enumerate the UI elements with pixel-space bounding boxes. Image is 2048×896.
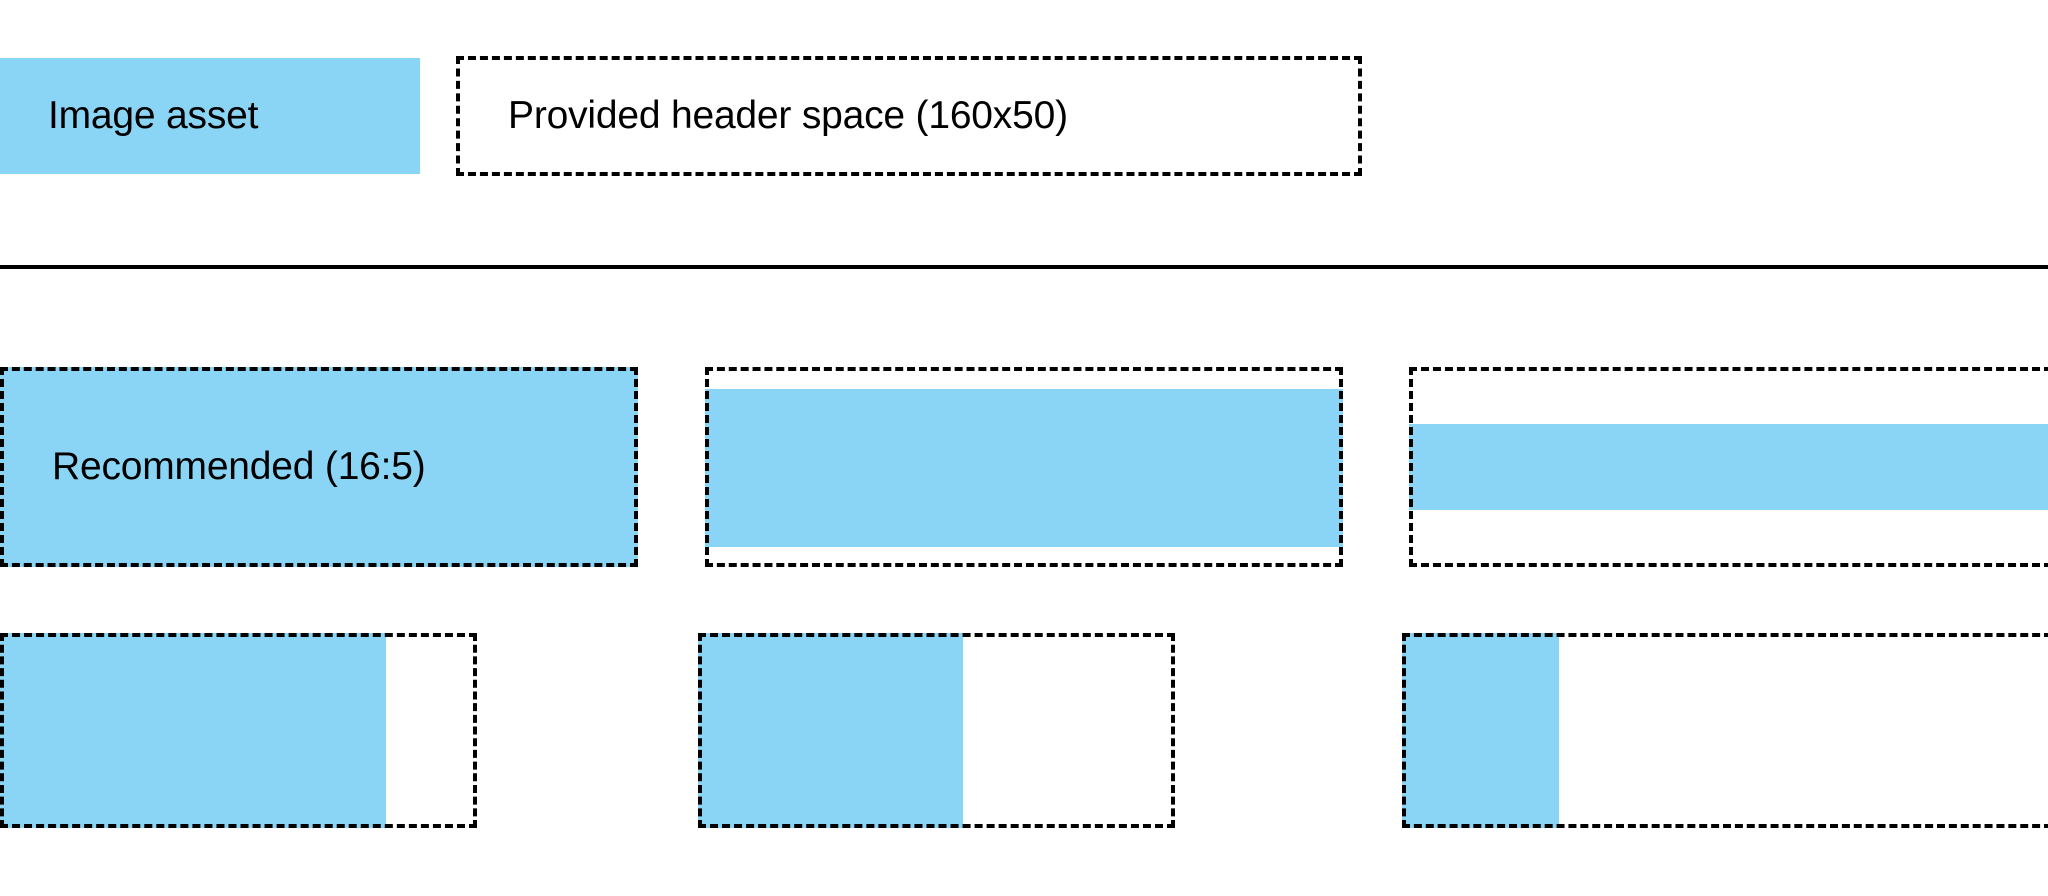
width-box-55 [698,633,1175,828]
ratio-box-16-2 [1409,367,2048,567]
width-box-81 [0,633,477,828]
ratio-fill-16-5 [0,367,638,567]
horizontal-rule [0,265,2048,269]
ratio-fill-16-4 [705,389,1343,547]
provided-header-space-label: Provided header space (160x50) [508,94,1068,137]
image-asset-label: Image asset [48,94,259,137]
width-box-24 [1402,633,2048,828]
ratio-box-16-4 [705,367,1343,567]
width-fill-examples-row [0,633,2048,828]
recommended-ratio-label: Recommended (16:5) [52,445,426,488]
width-fill-55 [698,633,963,828]
width-fill-81 [0,633,386,828]
aspect-ratio-examples-row: Recommended (16:5) [0,367,2048,567]
provided-header-space-box: Provided header space (160x50) [456,56,1362,176]
width-fill-24 [1402,633,1559,828]
ratio-fill-16-2 [1409,424,2048,510]
header-band: Image asset Provided header space (160x5… [0,0,2048,267]
image-asset-swatch: Image asset [0,58,420,174]
ratio-box-16-5: Recommended (16:5) [0,367,638,567]
